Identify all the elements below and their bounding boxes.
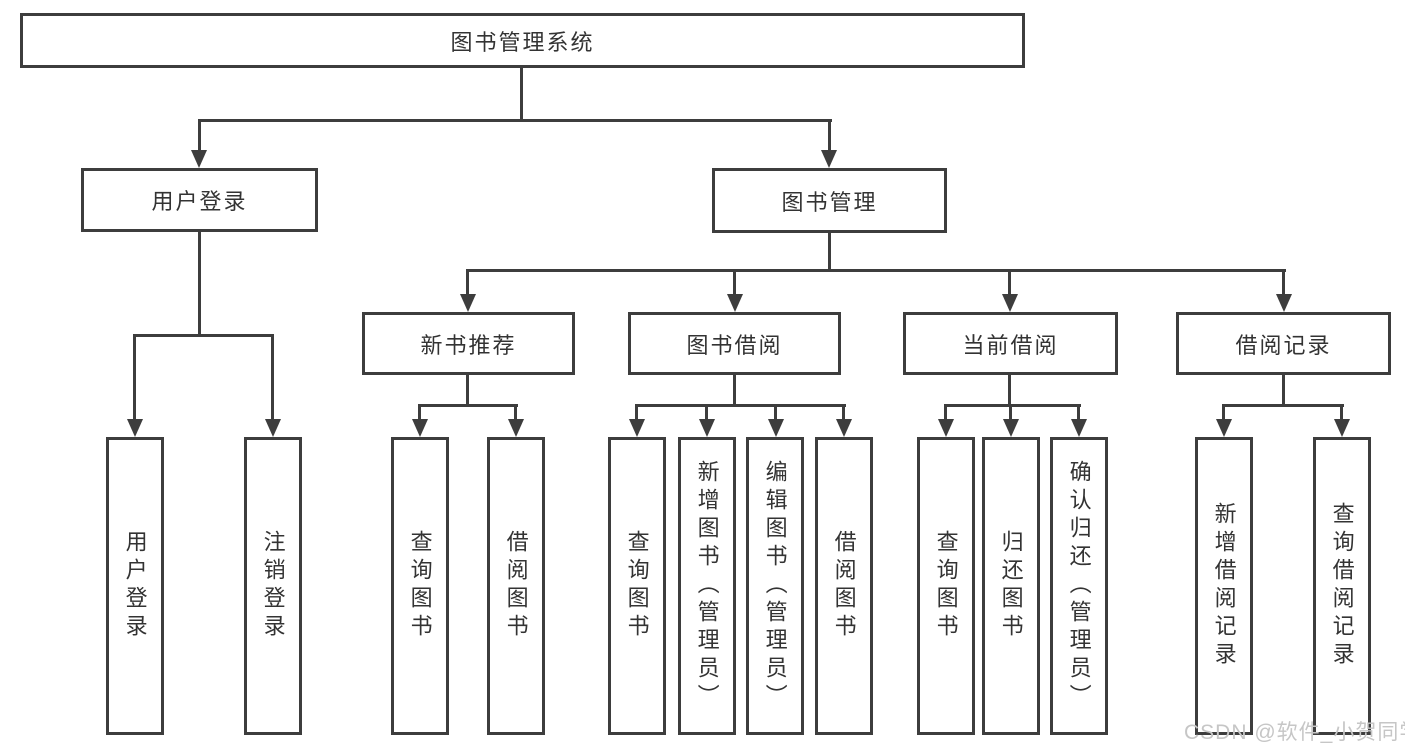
leaf-borrowing-query-books: 查询图书 — [608, 437, 666, 735]
leaf-logout-label: 注销登录 — [260, 530, 286, 642]
arrow-down-icon — [412, 419, 428, 437]
node-borrow-records: 借阅记录 — [1176, 312, 1391, 375]
connector-line — [418, 404, 421, 421]
connector-line — [842, 404, 845, 421]
arrow-down-icon — [821, 150, 837, 168]
arrow-down-icon — [1003, 419, 1019, 437]
leaf-newbooks-borrow-books-label: 借阅图书 — [503, 530, 529, 642]
leaf-records-add-record-label: 新增借阅记录 — [1211, 502, 1237, 670]
connector-line — [1282, 269, 1285, 297]
leaf-borrowing-borrow-books-label: 借阅图书 — [831, 530, 857, 642]
connector-line — [1282, 373, 1285, 407]
arrow-down-icon — [460, 294, 476, 312]
node-book-borrowing: 图书借阅 — [628, 312, 841, 375]
leaf-user-login: 用户登录 — [106, 437, 164, 735]
leaf-borrowing-edit-book-admin: 编辑图书（管理员） — [746, 437, 804, 735]
connector-line — [635, 404, 846, 407]
arrow-down-icon — [265, 419, 281, 437]
connector-line — [733, 269, 736, 297]
node-user-login-label: 用户登录 — [151, 189, 248, 214]
connector-line — [1222, 404, 1344, 407]
connector-line — [520, 66, 523, 122]
leaf-current-confirm-return-admin: 确认归还（管理员） — [1050, 437, 1108, 735]
node-book-borrowing-label: 图书借阅 — [686, 332, 783, 358]
leaf-current-return-books-label: 归还图书 — [998, 530, 1024, 642]
arrow-down-icon — [191, 150, 207, 168]
node-book-management: 图书管理 — [712, 168, 947, 233]
leaf-current-confirm-return-admin-label: 确认归还（管理员） — [1066, 460, 1092, 712]
arrow-down-icon — [1334, 419, 1350, 437]
node-current-borrowing: 当前借阅 — [903, 312, 1118, 375]
arrow-down-icon — [1071, 419, 1087, 437]
leaf-current-query-books-label: 查询图书 — [933, 530, 959, 642]
leaf-current-return-books: 归还图书 — [982, 437, 1040, 735]
watermark: CSDN @软件_小贺同学 — [1184, 721, 1405, 744]
connector-line — [733, 373, 736, 407]
connector-line — [1222, 404, 1225, 421]
node-borrow-records-label: 借阅记录 — [1235, 332, 1332, 358]
leaf-borrowing-add-book-admin-label: 新增图书（管理员） — [694, 460, 720, 712]
connector-line — [944, 404, 1081, 407]
connector-line — [1009, 404, 1012, 421]
node-root: 图书管理系统 — [20, 13, 1025, 68]
arrow-down-icon — [699, 419, 715, 437]
connector-line — [466, 269, 1286, 272]
connector-line — [419, 404, 518, 407]
connector-line — [133, 334, 136, 420]
connector-line — [828, 119, 831, 151]
leaf-newbooks-query-books: 查询图书 — [391, 437, 449, 735]
arrow-down-icon — [508, 419, 524, 437]
connector-line — [774, 404, 777, 421]
leaf-borrowing-add-book-admin: 新增图书（管理员） — [678, 437, 736, 735]
leaf-borrowing-query-books-label: 查询图书 — [624, 530, 650, 642]
arrow-down-icon — [127, 419, 143, 437]
node-book-management-label: 图书管理 — [781, 189, 878, 215]
arrow-down-icon — [768, 419, 784, 437]
arrow-down-icon — [836, 419, 852, 437]
leaf-borrowing-edit-book-admin-label: 编辑图书（管理员） — [762, 460, 788, 712]
connector-line — [198, 119, 201, 151]
leaf-user-login-label: 用户登录 — [122, 530, 148, 642]
leaf-records-query-record: 查询借阅记录 — [1313, 437, 1371, 735]
arrow-down-icon — [1002, 294, 1018, 312]
connector-line — [133, 334, 274, 337]
connector-line — [198, 229, 201, 337]
node-current-borrowing-label: 当前借阅 — [962, 332, 1059, 358]
leaf-current-query-books: 查询图书 — [917, 437, 975, 735]
connector-line — [466, 373, 469, 407]
connector-line — [828, 230, 831, 272]
leaf-records-query-record-label: 查询借阅记录 — [1329, 502, 1355, 670]
connector-line — [1008, 373, 1011, 407]
connector-line — [635, 404, 638, 421]
arrow-down-icon — [629, 419, 645, 437]
connector-line — [198, 119, 832, 122]
arrow-down-icon — [938, 419, 954, 437]
arrow-down-icon — [1276, 294, 1292, 312]
arrow-down-icon — [727, 294, 743, 312]
connector-line — [466, 269, 469, 297]
leaf-records-add-record: 新增借阅记录 — [1195, 437, 1253, 735]
node-new-book-recommend: 新书推荐 — [362, 312, 575, 375]
connector-line — [705, 404, 708, 421]
leaf-newbooks-query-books-label: 查询图书 — [407, 530, 433, 642]
connector-line — [1340, 404, 1343, 421]
connector-line — [944, 404, 947, 421]
connector-line — [1077, 404, 1080, 421]
connector-line — [271, 334, 274, 420]
node-root-label: 图书管理系统 — [450, 29, 595, 55]
arrow-down-icon — [1216, 419, 1232, 437]
leaf-borrowing-borrow-books: 借阅图书 — [815, 437, 873, 735]
connector-line — [514, 404, 517, 421]
node-user-login: 用户登录 — [81, 168, 318, 232]
connector-line — [1008, 269, 1011, 297]
leaf-logout: 注销登录 — [244, 437, 302, 735]
leaf-newbooks-borrow-books: 借阅图书 — [487, 437, 545, 735]
node-new-book-recommend-label: 新书推荐 — [420, 332, 517, 358]
